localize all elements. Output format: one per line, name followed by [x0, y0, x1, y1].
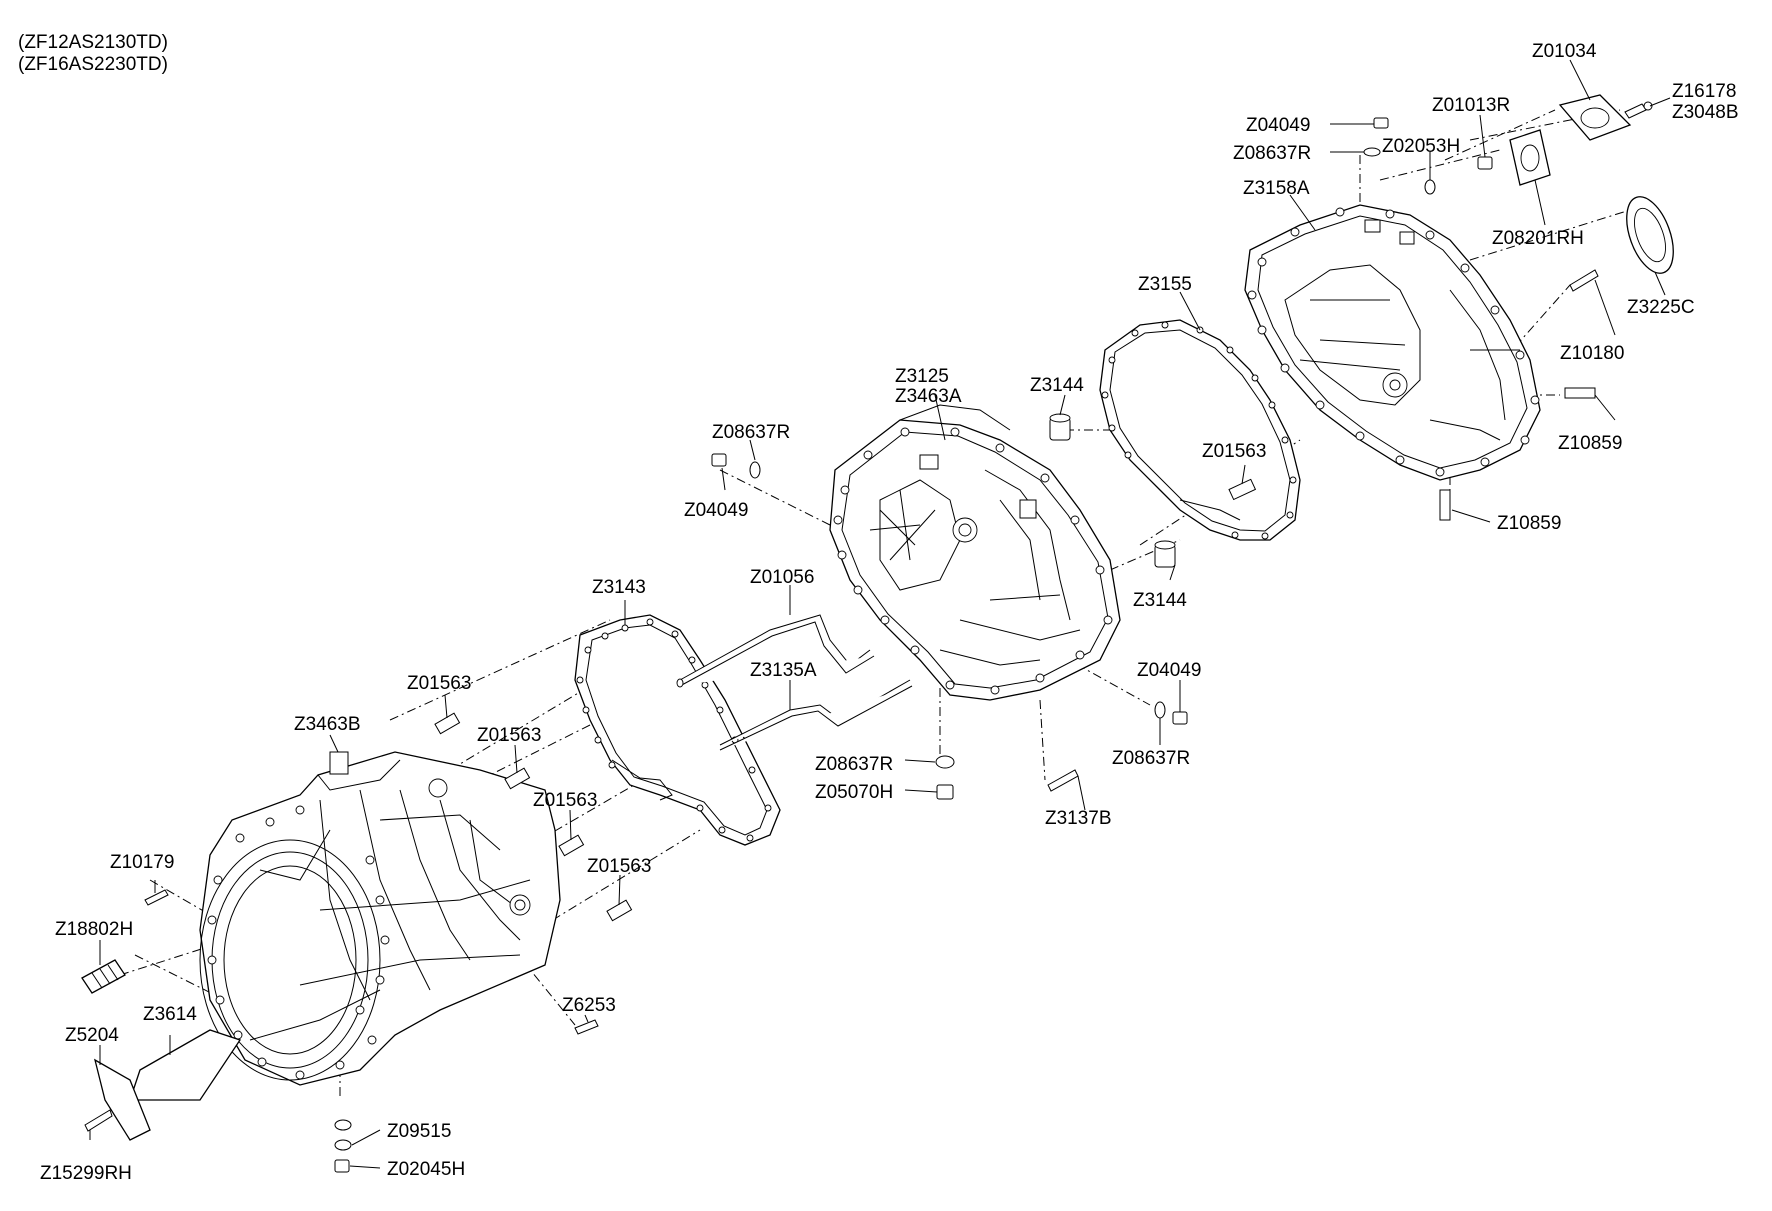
clutch-housing	[199, 751, 561, 1086]
callout-label: Z3144	[1133, 590, 1187, 611]
callout-label: Z01013R	[1432, 95, 1510, 116]
callout-label: Z04049	[684, 500, 748, 521]
callout-label: Z01034	[1532, 41, 1597, 62]
callout-label: Z3125	[895, 366, 949, 387]
callout-label: Z18802H	[55, 919, 133, 940]
callout-label: Z02045H	[387, 1159, 465, 1180]
callout-label: Z3143	[592, 577, 646, 598]
tubes	[676, 614, 913, 751]
callout-label: Z10859	[1558, 433, 1622, 454]
callout-label: Z10859	[1497, 513, 1561, 534]
callout-label: Z05070H	[815, 782, 893, 803]
callout-label: Z3135A	[750, 660, 817, 681]
callout-label: Z3144	[1030, 375, 1084, 396]
callout-label: Z3463B	[294, 714, 361, 735]
leader-lines	[89, 59, 1671, 1169]
callout-label: Z02053H	[1382, 136, 1460, 157]
callout-label: Z01056	[750, 567, 814, 588]
callout-label: Z08637R	[815, 754, 893, 775]
callout-label: Z01563	[533, 790, 597, 811]
small-parts	[81, 94, 1674, 1173]
gasket-z3143	[574, 614, 781, 846]
callout-label: Z15299RH	[40, 1163, 132, 1184]
callout-label: Z04049	[1137, 660, 1201, 681]
callout-label: Z01563	[477, 725, 541, 746]
callout-label: Z04049	[1246, 115, 1310, 136]
bushings-z3144	[1049, 413, 1176, 568]
callout-label: Z08201RH	[1492, 228, 1584, 249]
dowel-rear	[1228, 478, 1257, 501]
callout-label: Z10179	[110, 852, 174, 873]
model-line-1: (ZF12AS2130TD)	[18, 32, 168, 53]
callout-label: Z01563	[587, 856, 651, 877]
callout-label: Z3048B	[1672, 102, 1739, 123]
main-case	[829, 404, 1121, 701]
callout-label: Z09515	[387, 1121, 451, 1142]
callout-label: Z16178	[1672, 81, 1736, 102]
callout-label: Z3158A	[1243, 178, 1310, 199]
callout-label: Z3155	[1138, 274, 1192, 295]
callout-label: Z3137B	[1045, 808, 1112, 829]
callout-label: Z08637R	[1112, 748, 1190, 769]
gasket-z3155	[1099, 319, 1301, 541]
callout-label: Z3463A	[895, 386, 962, 407]
callout-label: Z6253	[562, 995, 616, 1016]
rear-case	[1244, 204, 1541, 481]
model-line-2: (ZF16AS2230TD)	[18, 54, 168, 75]
callout-label: Z08637R	[1233, 143, 1311, 164]
callout-label: Z10180	[1560, 343, 1624, 364]
callout-label: Z3614	[143, 1004, 197, 1025]
callout-label: Z01563	[407, 673, 471, 694]
callout-labels: Z01034 Z16178 Z3048B Z04049 Z01013R Z086…	[40, 41, 1739, 1184]
callout-label: Z5204	[65, 1025, 119, 1046]
callout-label: Z01563	[1202, 441, 1266, 462]
callout-label: Z08637R	[712, 422, 790, 443]
callout-label: Z3225C	[1627, 297, 1695, 318]
dowels-front	[434, 712, 633, 922]
